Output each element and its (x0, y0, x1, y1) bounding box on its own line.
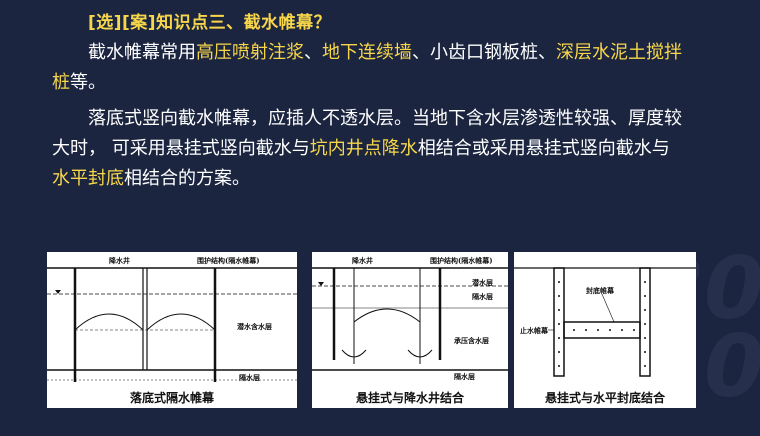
p1-highlight-1: 高压喷射注浆 (196, 42, 304, 63)
figure-2-label-well: 降水井 (352, 256, 373, 265)
p2-highlight-1: 坑内井点降水 (309, 138, 418, 159)
figure-1-label-aquifer: 潜水含水层 (237, 322, 272, 331)
p1-sep: 、 (304, 42, 322, 63)
p1-highlight-2: 地下连续墙 (322, 42, 412, 63)
figure-2-label-aquitard-lower: 隔水层 (454, 372, 475, 381)
figure-2-label-phreatic: 潜水层 (472, 278, 493, 287)
p1-text-1: 截水帷幕常用 (88, 42, 196, 63)
figure-1-label-curtain: 围护结构(隔水帷幕) (197, 256, 260, 265)
figure-1-caption: 落底式隔水帷幕 (129, 391, 214, 405)
figure-1-label-well: 降水井 (109, 256, 130, 265)
figure-3-label-cutoff: 止水帷幕 (520, 326, 548, 335)
p2-highlight-2: 水平封底 (52, 168, 124, 189)
p1-text-2: 、小齿口钢板桩、 (412, 42, 556, 63)
figure-3-drawing (514, 267, 696, 377)
figure-3-label-bottom-seal: 封底帷幕 (586, 286, 614, 295)
figure-2-label-confined: 承压含水层 (454, 336, 489, 345)
p2-text-3: 相结合的方案。 (124, 168, 250, 189)
p1-highlight-3: 深层水泥土搅拌桩 (52, 42, 682, 93)
figure-2-label-aquitard-upper: 隔水层 (472, 292, 493, 301)
paragraph-1: 截水帷幕常用高压喷射注浆、地下连续墙、小齿口钢板桩、深层水泥土搅拌桩等。 (52, 38, 682, 98)
figure-suspended-with-dewatering: 降水井 围护结构(隔水帷幕) 潜水层 隔水层 承压含水层 隔水层 悬挂式与降水井… (312, 252, 508, 408)
section-heading: [选][案]知识点三、截水帷幕？ (88, 13, 332, 33)
figure-fully-penetrating-curtain: 降水井 围护结构(隔水帷幕) 潜水含水层 隔水层 落底式隔水帷幕 (47, 252, 297, 408)
figure-1-drawing (47, 267, 297, 382)
figure-2-label-curtain: 围护结构(隔水帷幕) (430, 256, 493, 265)
figure-1-label-aquitard: 隔水层 (239, 373, 260, 382)
figure-2-drawing (312, 267, 508, 371)
figure-3-caption: 悬挂式与水平封底结合 (544, 391, 665, 405)
p1-text-3: 等。 (70, 72, 106, 93)
paragraph-2: 落底式竖向截水帷幕，应插人不透水层。当地下含水层渗透性较强、厚度较大时， 可采用… (52, 104, 682, 194)
p2-text-1: 落底式竖向截水帷幕，应插人不透水层。当地下含水层渗透性较强、厚度较大时， 可采用… (52, 108, 682, 159)
figure-suspended-with-bottom-seal: 封底帷幕 止水帷幕 悬挂式与水平封底结合 (514, 252, 696, 408)
p2-text-2: 相结合或采用悬挂式竖向截水与 (417, 138, 670, 159)
figure-2-caption: 悬挂式与降水井结合 (355, 391, 464, 405)
